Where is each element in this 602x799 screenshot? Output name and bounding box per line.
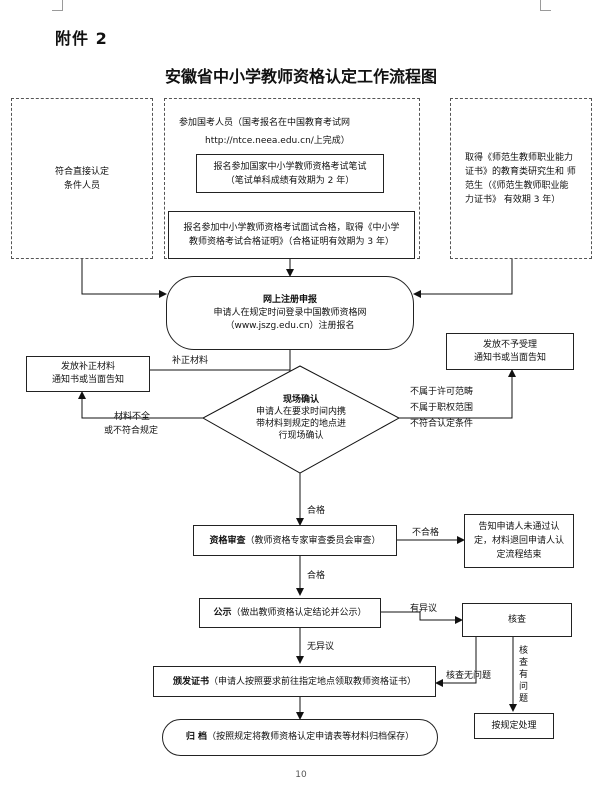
qualification-review-box: 资格审查（教师资格专家审查委员会审查） xyxy=(193,525,397,556)
direct-certification-box: 符合直接认定 条件人员 xyxy=(11,98,153,259)
supplement-notice-text: 发放补正材料 通知书或当面告知 xyxy=(51,362,124,385)
verify-box: 核查 xyxy=(462,603,572,637)
written-exam-box: 报名参加国家中小学教师资格考试笔试 （笔试单科成绩有效期为 2 年） xyxy=(196,154,384,193)
label-supplement-material: 补正材料 xyxy=(172,356,209,366)
corner-mark-top-left xyxy=(52,0,63,11)
onsite-line1: 申请人在要求时间内携 xyxy=(255,407,346,417)
label-not-allowed-line2: 不属于职权范围 xyxy=(410,403,474,413)
label-incomplete-line2: 或不符合规定 xyxy=(104,426,159,436)
supplement-notice-box: 发放补正材料 通知书或当面告知 xyxy=(26,356,150,392)
online-registration-line2: （www.jszg.edu.cn）注册报名 xyxy=(225,320,355,331)
decision-diamond xyxy=(201,365,401,474)
issue-title: 颁发证书 xyxy=(172,676,209,687)
onsite-line3: 行现场确认 xyxy=(278,431,324,441)
label-not-allowed-line1: 不属于许可范畴 xyxy=(410,387,474,397)
page-number: 10 xyxy=(295,770,307,780)
reject-notice-box: 发放不予受理 通知书或当面告知 xyxy=(446,333,574,370)
direct-certification-text: 符合直接认定 条件人员 xyxy=(54,166,109,191)
publicize-title: 公示 xyxy=(213,608,232,618)
interview-box: 报名参加中小学教师资格考试面试合格，取得《中小学 教师资格考试合格证明》（合格证… xyxy=(168,211,415,259)
label-verify-ok: 核查无问题 xyxy=(446,671,492,681)
publicize-box: 公示（做出教师资格认定结论并公示） xyxy=(199,598,381,628)
online-registration-line1: 申请人在规定时间登录中国教师资格网 xyxy=(213,307,367,318)
interview-line2: 教师资格考试合格证明》（合格证明有效期为 3 年） xyxy=(189,237,394,247)
handle-text: 按规定处理 xyxy=(491,721,537,731)
fail-notice-box: 告知申请人未通过认定，材料退回申请人认定流程结束 xyxy=(464,514,574,568)
verify-text: 核查 xyxy=(507,615,526,625)
publicize-text: （做出教师资格认定结论并公示） xyxy=(231,608,367,618)
handle-box: 按规定处理 xyxy=(474,713,554,739)
label-not-allowed-line3: 不符合认定条件 xyxy=(410,419,474,429)
issue-text: （申请人按照要求前往指定地点领取教师资格证书） xyxy=(209,676,417,687)
onsite-title: 现场确认 xyxy=(282,395,319,405)
review-text: （教师资格专家审查委员会审查） xyxy=(245,535,381,546)
interview-line1: 报名参加中小学教师资格考试面试合格，取得《中小学 xyxy=(183,223,400,233)
page-title: 安徽省中小学教师资格认定工作流程图 xyxy=(164,67,437,86)
label-pass-1: 合格 xyxy=(307,506,326,516)
corner-mark-top-right xyxy=(540,0,551,11)
normal-student-text: 取得《师范生教师职业能力证书》的教育类研究生和 师范生（《师范生教师职业能力证书… xyxy=(465,152,576,205)
label-objection: 有异议 xyxy=(410,604,438,614)
normal-student-box: 取得《师范生教师职业能力证书》的教育类研究生和 师范生（《师范生教师职业能力证书… xyxy=(450,98,592,259)
label-fail: 不合格 xyxy=(412,528,440,538)
archive-title: 归 档 xyxy=(185,732,208,742)
archive-box: 归 档（按照规定将教师资格认定申请表等材料归档保存） xyxy=(162,719,438,756)
archive-text: （按照规定将教师资格认定申请表等材料归档保存） xyxy=(207,732,415,742)
exam-intro-line1: 参加国考人员（国考报名在中国教育考试网 xyxy=(179,118,351,128)
issue-certificate-box: 颁发证书（申请人按照要求前往指定地点领取教师资格证书） xyxy=(153,666,436,697)
label-verify-problem: 核查有问题 xyxy=(519,646,529,704)
label-no-objection: 无异议 xyxy=(307,642,335,652)
label-pass-2: 合格 xyxy=(307,571,326,581)
written-exam-line2: （笔试单科成绩有效期为 2 年） xyxy=(225,175,355,186)
online-registration-title: 网上注册申报 xyxy=(262,294,317,305)
onsite-line2: 带材料到规定的地点进 xyxy=(255,419,346,429)
label-incomplete-line1: 材料不全 xyxy=(114,412,151,422)
online-registration-box: 网上注册申报 申请人在规定时间登录中国教师资格网 （www.jszg.edu.c… xyxy=(166,276,414,350)
exam-intro-line2: http://ntce.neea.edu.cn/上完成） xyxy=(205,136,350,146)
written-exam-line1: 报名参加国家中小学教师资格考试笔试 xyxy=(213,161,367,172)
onsite-confirmation-text: 现场确认 申请人在要求时间内携 带材料到规定的地点进 行现场确认 xyxy=(236,394,366,442)
fail-notice-text: 告知申请人未通过认定，材料退回申请人认定流程结束 xyxy=(473,522,564,560)
reject-notice-text: 发放不予受理 通知书或当面告知 xyxy=(473,339,546,363)
review-title: 资格审查 xyxy=(209,535,246,546)
attachment-label: 附件 2 xyxy=(55,29,108,48)
